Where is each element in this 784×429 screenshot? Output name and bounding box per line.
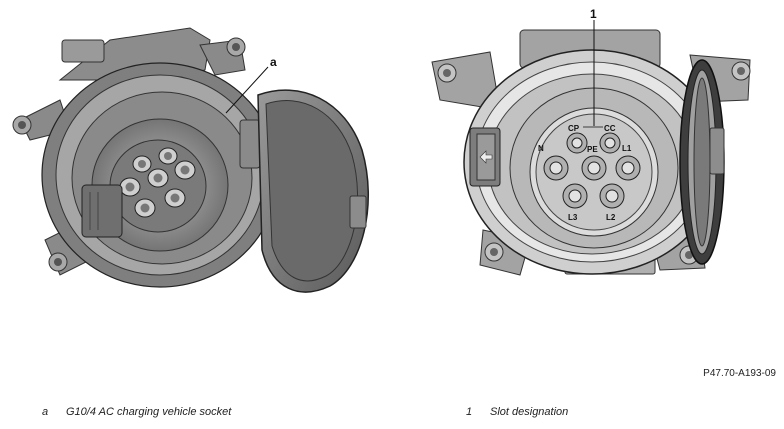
callout-label-1: 1 <box>590 7 597 21</box>
socket-lid-front <box>679 59 725 265</box>
legend-text: Slot designation <box>490 406 569 418</box>
legend-item-a: a G10/4 AC charging vehicle socket <box>42 406 231 418</box>
arrow-left-icon <box>479 150 493 164</box>
socket-perspective-view: a <box>12 27 369 293</box>
slot-label-n: N <box>538 144 544 153</box>
socket-lid <box>257 89 369 293</box>
socket-front-view: CP CC N PE L1 L3 L2 1 <box>431 7 751 276</box>
slot-label-l1: L1 <box>622 144 632 153</box>
slot-label-pe: PE <box>587 145 598 154</box>
legend-item-1: 1 Slot designation <box>466 406 568 418</box>
slot-pins <box>543 132 641 209</box>
slot-label-l3: L3 <box>568 213 578 222</box>
callout-label-a: a <box>270 55 277 69</box>
legend-key: a <box>42 406 49 418</box>
legend-text: G10/4 AC charging vehicle socket <box>66 406 232 418</box>
slot-label-l2: L2 <box>606 213 616 222</box>
slot-label-cc: CC <box>604 124 616 133</box>
figure-code: P47.70-A193-09 <box>703 368 776 379</box>
legend-key: 1 <box>466 406 473 418</box>
slot-label-cp: CP <box>568 124 580 133</box>
callout-line-a <box>225 66 269 114</box>
